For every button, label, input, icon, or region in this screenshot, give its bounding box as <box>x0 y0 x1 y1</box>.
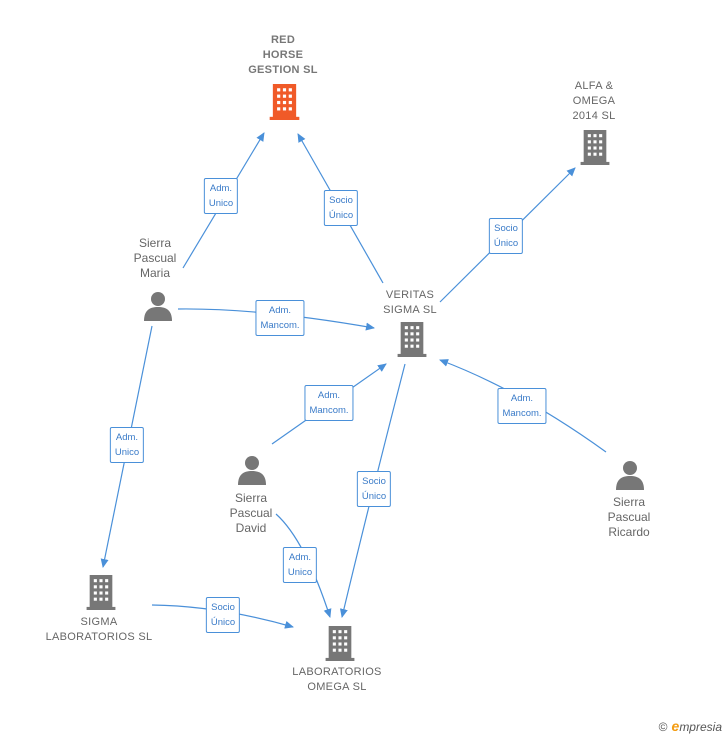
node-icons <box>86 84 644 661</box>
node-label-red-horse[interactable]: RED HORSE GESTION SL <box>248 34 318 76</box>
edge-label-veritas-redhorse: Socio Único <box>323 190 359 226</box>
company-building-icon-sigma-lab[interactable] <box>86 575 116 610</box>
brand-name: mpresia <box>679 720 722 734</box>
node-label-omega-lab[interactable]: LABORATORIOS OMEGA SL <box>292 666 382 693</box>
company-building-icon-veritas[interactable] <box>397 322 427 357</box>
person-icon-maria[interactable] <box>144 292 172 321</box>
edge-label-maria-redhorse: Adm. Unico <box>203 178 239 214</box>
node-label-veritas[interactable]: VERITAS SIGMA SL <box>383 289 437 316</box>
footer-brand[interactable]: ©empresia <box>659 718 722 734</box>
node-label-david[interactable]: Sierra Pascual David <box>229 491 273 535</box>
copyright-symbol: © <box>658 720 668 734</box>
edge-label-david-veritas: Adm. Mancom. <box>304 385 354 421</box>
edge-label-ricardo-veritas: Adm. Mancom. <box>497 388 547 424</box>
edge-label-veritas-omega: Socio Único <box>356 471 392 507</box>
company-building-icon-red-horse[interactable] <box>269 84 300 120</box>
company-building-icon-omega-lab[interactable] <box>325 626 355 661</box>
person-icon-ricardo[interactable] <box>616 461 644 490</box>
edge-label-veritas-alfa: Socio Único <box>488 218 524 254</box>
edge-label-david-omega: Adm. Unico <box>282 547 318 583</box>
node-label-maria[interactable]: Sierra Pascual Maria <box>133 236 177 280</box>
edge-label-maria-veritas: Adm. Mancom. <box>255 300 305 336</box>
node-label-ricardo[interactable]: Sierra Pascual Ricardo <box>607 495 651 539</box>
node-label-alfa-omega[interactable]: ALFA & OMEGA 2014 SL <box>572 80 616 122</box>
brand-initial: e <box>671 718 680 734</box>
edge-label-maria-sigma: Adm. Unico <box>109 427 145 463</box>
edge-label-sigma-omega: Socio Único <box>205 597 241 633</box>
company-building-icon-alfa-omega[interactable] <box>580 130 610 165</box>
person-icon-david[interactable] <box>238 456 266 485</box>
node-label-sigma-lab[interactable]: SIGMA LABORATORIOS SL <box>45 616 153 643</box>
